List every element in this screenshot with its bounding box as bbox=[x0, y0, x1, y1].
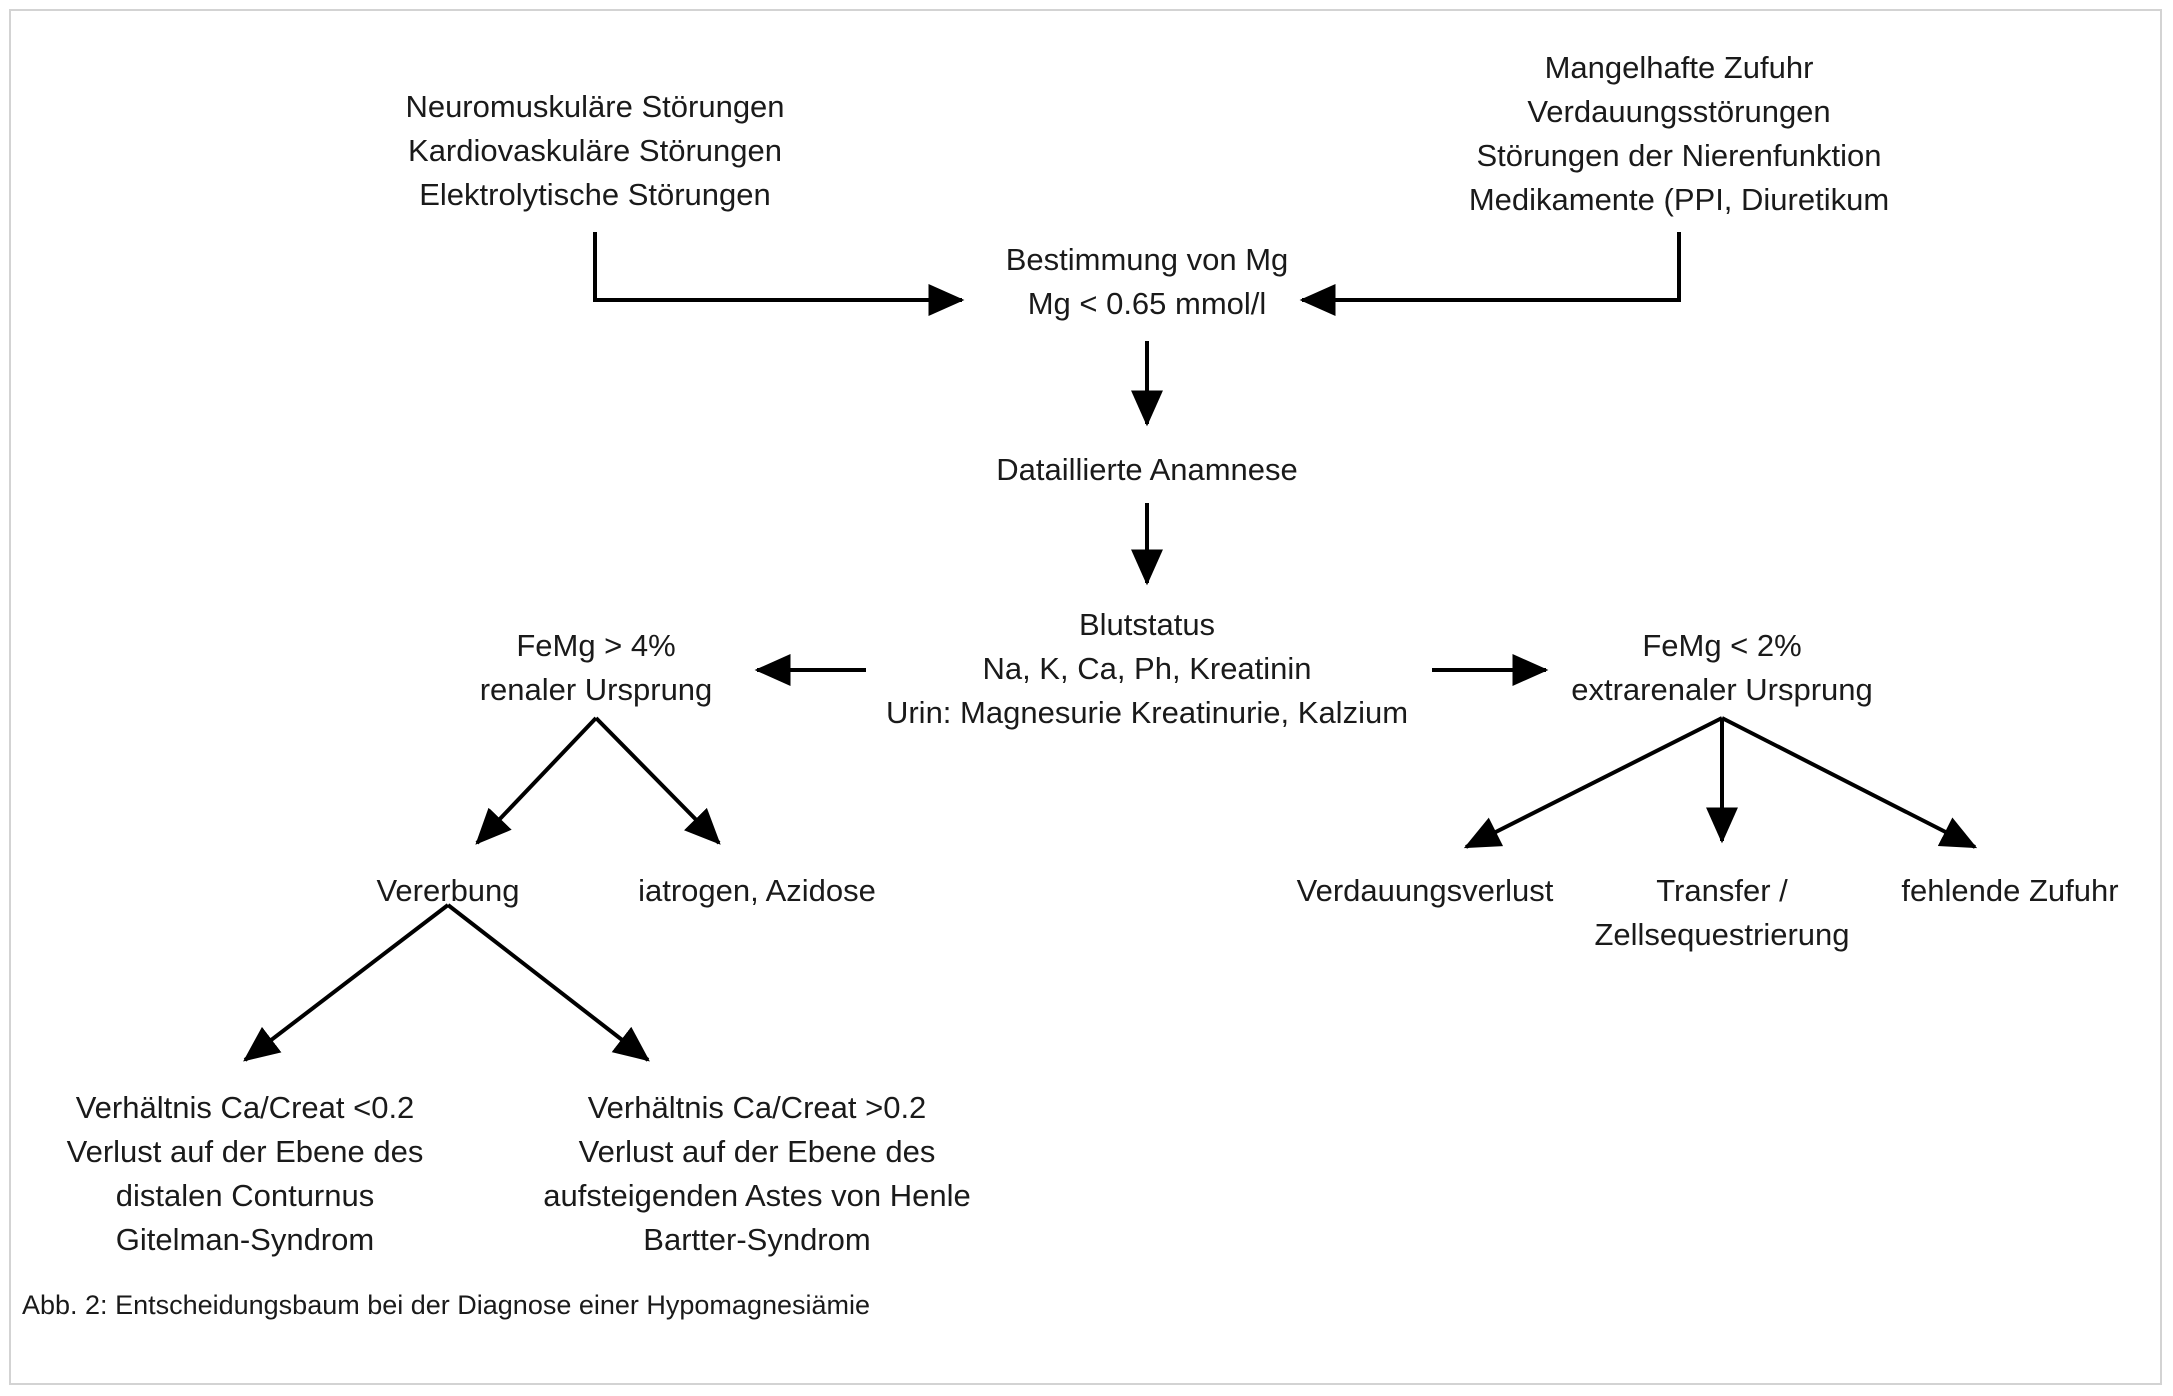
missing-intake-line-1: fehlende Zufuhr bbox=[1901, 873, 2119, 908]
digestive-loss-line-1: Verdauungsverlust bbox=[1296, 873, 1554, 908]
node-bartter: Verhältnis Ca/Creat >0.2 Verlust auf der… bbox=[517, 1086, 997, 1262]
bartter-line-3: aufsteigenden Astes von Henle bbox=[543, 1178, 971, 1214]
node-indications-right: Mangelhafte Zufuhr Verdauungsstörungen S… bbox=[1444, 46, 1914, 222]
node-digestive-loss: Verdauungsverlust bbox=[1280, 869, 1570, 913]
femg-low-line-2: extrarenaler Ursprung bbox=[1571, 672, 1873, 708]
node-gitelman: Verhältnis Ca/Creat <0.2 Verlust auf der… bbox=[30, 1086, 460, 1262]
indications-right-line-1: Mangelhafte Zufuhr bbox=[1544, 50, 1814, 85]
bartter-line-2: Verlust auf der Ebene des bbox=[578, 1134, 936, 1170]
femg-high-line-1: FeMg > 4% bbox=[516, 628, 676, 663]
node-transfer: Transfer / Zellsequestrierung bbox=[1572, 869, 1872, 957]
figure-border bbox=[9, 9, 2162, 1385]
node-femg-low: FeMg < 2% extrarenaler Ursprung bbox=[1552, 624, 1892, 712]
node-indications-left: Neuromuskuläre Störungen Kardiovaskuläre… bbox=[405, 85, 785, 217]
node-mg-determination: Bestimmung von Mg Mg < 0.65 mmol/l bbox=[967, 238, 1327, 326]
indications-right-line-2: Verdauungsstörungen bbox=[1527, 94, 1831, 130]
gitelman-line-2: Verlust auf der Ebene des bbox=[66, 1134, 424, 1170]
gitelman-line-1: Verhältnis Ca/Creat <0.2 bbox=[75, 1090, 415, 1125]
femg-low-line-1: FeMg < 2% bbox=[1642, 628, 1802, 663]
node-anamnesis: Dataillierte Anamnese bbox=[947, 448, 1347, 492]
blood-status-line-2: Na, K, Ca, Ph, Kreatinin bbox=[982, 651, 1312, 687]
indications-left-line-3: Elektrolytische Störungen bbox=[419, 177, 771, 213]
gitelman-line-4: Gitelman-Syndrom bbox=[115, 1222, 375, 1258]
blood-status-line-1: Blutstatus bbox=[1078, 607, 1216, 642]
transfer-line-1: Transfer / bbox=[1656, 873, 1788, 908]
iatrogenic-line-1: iatrogen, Azidose bbox=[638, 873, 876, 908]
femg-high-line-2: renaler Ursprung bbox=[479, 672, 713, 708]
figure-caption: Abb. 2: Entscheidungsbaum bei der Diagno… bbox=[22, 1290, 871, 1320]
gitelman-line-3: distalen Conturnus bbox=[115, 1178, 375, 1214]
bartter-line-1: Verhältnis Ca/Creat >0.2 bbox=[587, 1090, 927, 1125]
node-blood-status: Blutstatus Na, K, Ca, Ph, Kreatinin Urin… bbox=[867, 603, 1427, 735]
blood-status-line-3: Urin: Magnesurie Kreatinurie, Kalzium bbox=[885, 695, 1409, 731]
mg-determination-line-2: Mg < 0.65 mmol/l bbox=[1027, 286, 1267, 322]
node-iatrogenic: iatrogen, Azidose bbox=[612, 869, 902, 913]
node-heredity: Vererbung bbox=[338, 869, 558, 913]
indications-left-line-2: Kardiovaskuläre Störungen bbox=[408, 133, 782, 169]
node-femg-high: FeMg > 4% renaler Ursprung bbox=[446, 624, 746, 712]
mg-determination-line-1: Bestimmung von Mg bbox=[1005, 242, 1289, 277]
anamnesis-line-1: Dataillierte Anamnese bbox=[996, 452, 1298, 487]
bartter-line-4: Bartter-Syndrom bbox=[643, 1222, 871, 1258]
transfer-line-2: Zellsequestrierung bbox=[1594, 917, 1850, 953]
node-missing-intake: fehlende Zufuhr bbox=[1890, 869, 2130, 913]
indications-right-line-4: Medikamente (PPI, Diuretikum bbox=[1468, 182, 1890, 218]
heredity-line-1: Vererbung bbox=[376, 873, 520, 908]
indications-left-line-1: Neuromuskuläre Störungen bbox=[405, 89, 785, 124]
indications-right-line-3: Störungen der Nierenfunktion bbox=[1476, 138, 1882, 174]
